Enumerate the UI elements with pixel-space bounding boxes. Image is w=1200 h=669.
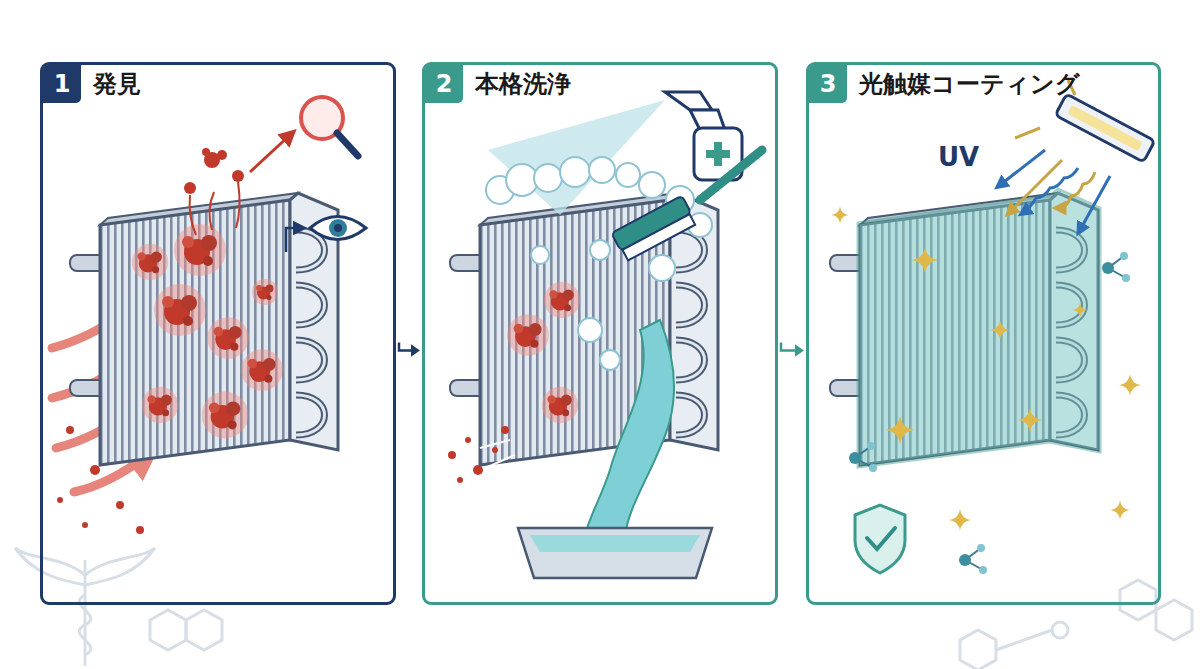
step-panel: 1 発見: [40, 62, 396, 605]
panel-header: 1 発見: [43, 65, 393, 103]
panel-header: 3 光触媒コーティング: [809, 65, 1158, 103]
panel-header: 2 本格洗浄: [425, 65, 775, 103]
contaminated-coil: [52, 97, 366, 534]
step-number: 3: [809, 65, 847, 103]
uv-label: UV: [938, 142, 979, 172]
step-title: 本格洗浄: [475, 68, 571, 100]
coated-coil: [830, 80, 1155, 574]
step-number: 2: [425, 65, 463, 103]
step-number: 1: [43, 65, 81, 103]
washing-coil: [448, 92, 762, 578]
step-title: 光触媒コーティング: [859, 68, 1080, 100]
step-panel: 3 光触媒コーティング: [806, 62, 1161, 605]
step-panel: 2 本格洗浄: [422, 62, 778, 605]
step-arrow: [399, 343, 420, 357]
step-title: 発見: [93, 68, 141, 100]
step-arrow: [781, 343, 804, 357]
